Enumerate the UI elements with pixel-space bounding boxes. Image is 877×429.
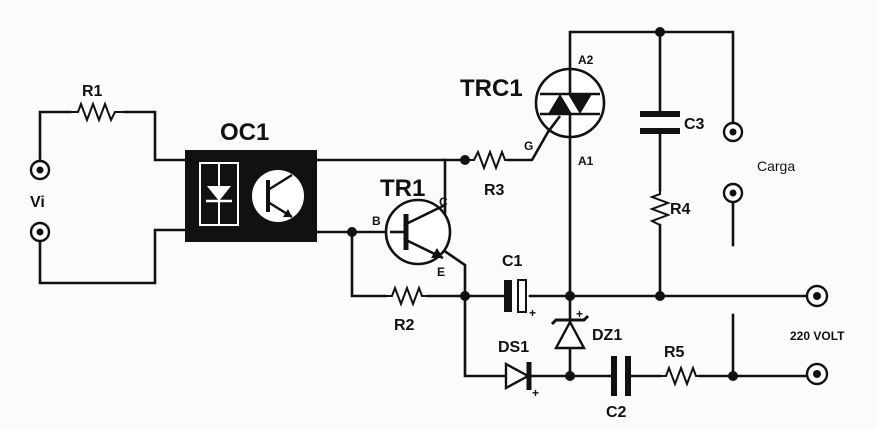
resistor-r1 [70,101,125,123]
label-c3: C3 [684,116,705,133]
junctions [347,27,738,381]
label-r4: R4 [670,201,691,218]
label-trc1: TRC1 [460,75,523,102]
zener-dz1 [550,314,590,350]
label-g: G [524,139,533,153]
label-r1: R1 [82,83,103,100]
carga-terminal-bottom[interactable] [722,182,744,204]
label-dz1-plus: + [576,307,583,321]
label-tr1: TR1 [380,175,425,202]
label-dz1: DZ1 [592,327,622,344]
label-a1: A1 [578,154,594,168]
label-r2: R2 [394,317,415,334]
carga-terminal-top[interactable] [722,121,744,143]
label-c1-plus: + [529,306,536,320]
label-c1: C1 [502,253,523,270]
label-ds1: DS1 [498,339,529,356]
label-r3: R3 [484,182,505,199]
resistor-r5 [660,365,700,387]
capacitor-c2 [611,356,631,396]
transistor-tr1 [384,198,452,266]
label-c2: C2 [606,404,627,421]
mains-terminal-top[interactable] [805,284,829,308]
label-e: E [437,265,445,279]
resistor-r3 [465,149,508,171]
label-vi: Vi [30,194,45,211]
label-ds1-plus: + [532,386,539,400]
input-wiring [38,110,187,285]
vi-terminal-bottom[interactable] [29,221,51,243]
resistor-r2 [385,285,428,307]
label-220-volt: 220 VOLT [790,329,845,343]
label-c: C [439,195,448,209]
capacitor-c1 [504,279,527,313]
capacitor-c3 [640,111,680,134]
label-b: B [372,214,381,228]
diode-ds1 [504,361,532,391]
label-r5: R5 [664,344,685,361]
mains-terminal-bottom[interactable] [805,362,829,386]
label-a2: A2 [578,53,594,67]
label-oc1: OC1 [220,119,269,146]
triac-trc1 [534,67,606,139]
resistor-r4 [649,190,671,226]
vi-terminal-top[interactable] [29,159,51,181]
label-carga: Carga [757,158,795,174]
optocoupler-oc1 [185,150,317,242]
